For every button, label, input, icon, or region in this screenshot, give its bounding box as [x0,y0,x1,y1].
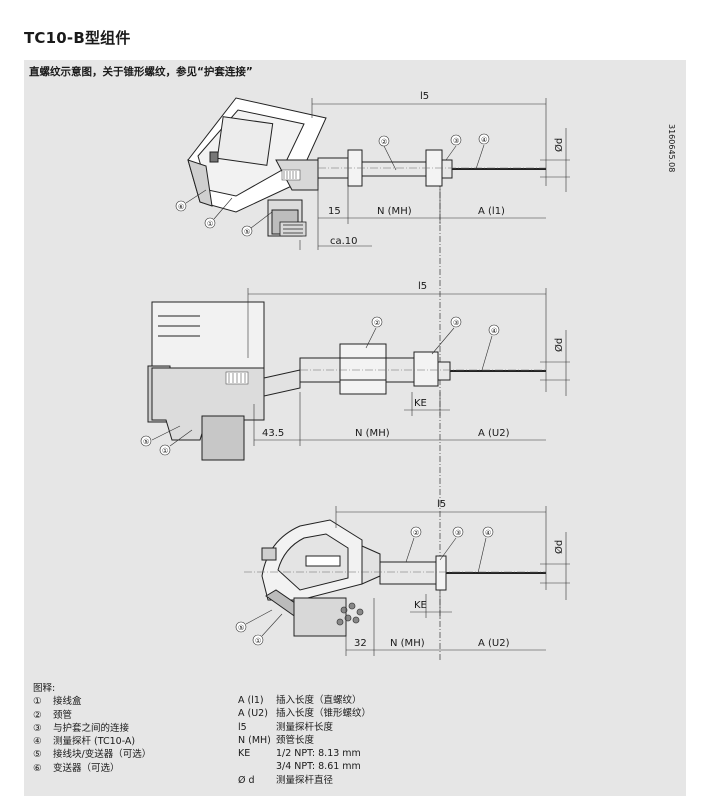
view1-callout-1: ① [207,220,213,228]
view1-n-label: N (MH) [377,206,412,217]
view2-callout-5: ⑤ [143,438,149,446]
view3-cable-bundle [336,602,364,626]
definition-row: 3/4 NPT: 8.61 mm [276,761,361,773]
view3-callout-2: ② [413,529,419,537]
view2-callout-1: ① [162,447,168,455]
view1-neck-tube [317,149,546,187]
view3-l5-label: l5 [437,499,446,510]
view1-ca-label: ca.10 [330,236,358,247]
legend-heading: 图释: [33,683,56,694]
definition-row: A (U2)插入长度（锥形螺纹） [238,708,372,720]
view3-callout-4: ④ [485,529,491,537]
view1-callout-3: ③ [453,137,459,145]
view2-neck-tube [299,343,546,395]
view3-ke-label: KE [414,600,427,611]
view3-a-label: A (U2) [478,638,510,649]
view3-n-label: N (MH) [390,638,425,649]
figure-caption: 直螺纹示意图，关于锥形螺纹，参见“护套连接” [29,66,253,78]
view1-callout-2: ② [381,138,387,146]
view2-callout-4: ④ [491,327,497,335]
view2-od-label: Ød [553,338,565,352]
view2-callout-3: ③ [453,319,459,327]
view2-connection-head [147,301,301,461]
view-1-straight-thread: l5 Ød 15 N (MH) A (l1) ca.10 ② ③ ④ ⑥ ① ⑤ [175,91,570,250]
view1-od-label: Ød [553,138,565,152]
view2-callout-2: ② [374,319,380,327]
view1-callout-4: ④ [481,136,487,144]
view1-collar-label: 15 [328,206,341,217]
view3-callout-1: ① [255,637,261,645]
view1-callout-5: ⑤ [244,228,250,236]
view1-terminal-block [281,169,301,181]
view3-neck-tube [244,555,546,591]
view2-l5-label: l5 [418,281,427,292]
page-title: TC10-B型组件 [24,29,131,47]
view3-callout-5: ⑤ [238,624,244,632]
view-2-tapered-thread: l5 Ød 43.5 N (MH) A (U2) KE ② ③ ④ ⑤ ① [140,281,570,461]
view3-collar-label: 32 [354,638,367,649]
view2-collar-label: 43.5 [262,428,284,439]
view3-connection-head [261,519,381,637]
view1-a-label: A (l1) [478,206,505,217]
definition-row: A (l1)插入长度（直螺纹） [238,695,362,706]
view2-ke-label: KE [414,398,427,409]
definition-row: N (MH)颈管长度 [238,734,315,746]
view3-od-label: Ød [553,540,565,554]
view1-connection-head [187,97,327,237]
view3-callout-3: ③ [455,529,461,537]
view2-a-label: A (U2) [478,428,510,439]
view2-n-label: N (MH) [355,428,390,439]
view1-l5-label: l5 [420,91,429,102]
view1-callout-6: ⑥ [178,203,184,211]
view-3-tapered-thread: l5 Ød 32 N (MH) A (U2) KE ② ③ ④ ⑤ ① [235,499,570,656]
